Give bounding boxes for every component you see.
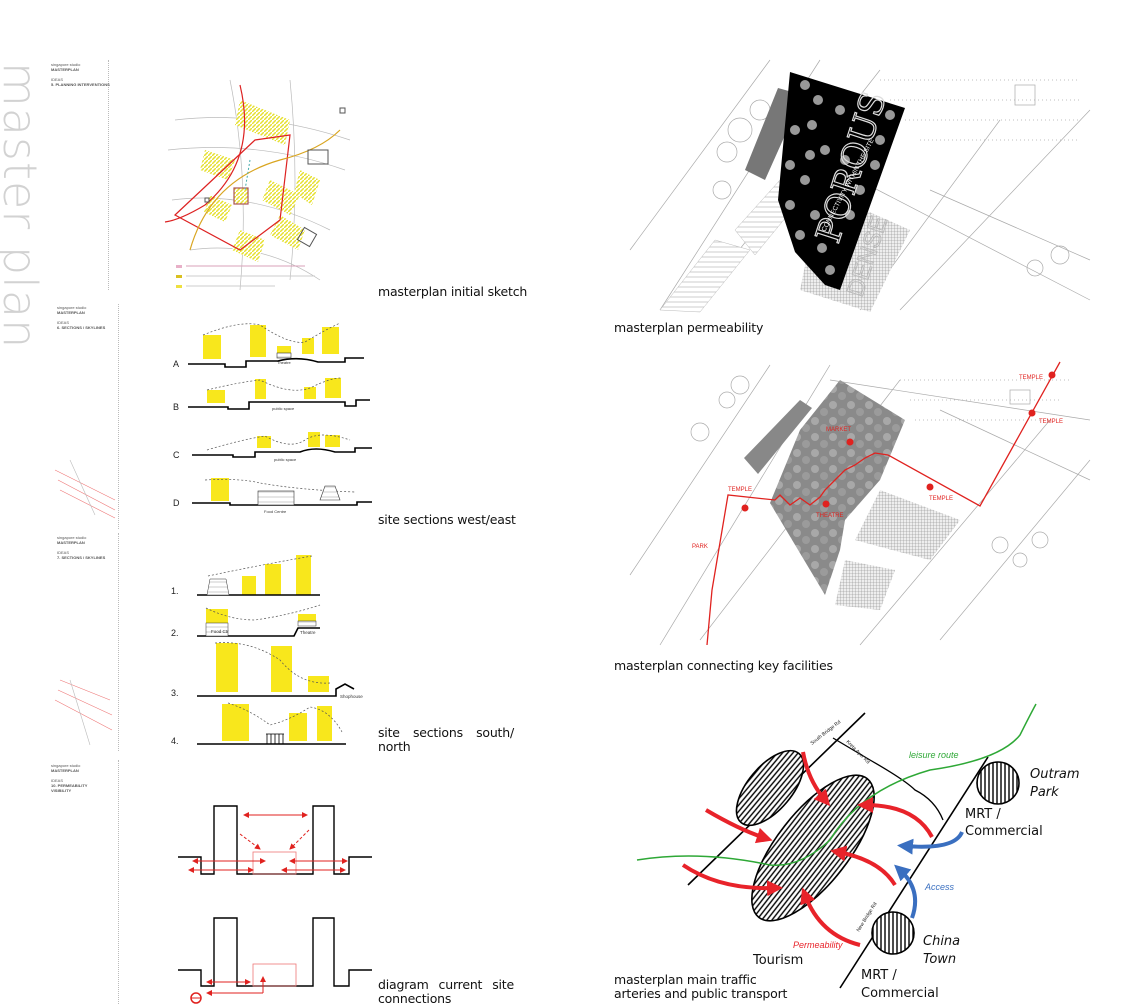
area-ellipse: [735, 749, 805, 827]
section-label: MASTERPLAN: [57, 540, 85, 545]
ideas-label: IDEAS: [57, 550, 70, 555]
sections-west-east: A B C D Theatre public space public spac…: [173, 322, 372, 514]
outram-label: Outram: [1030, 767, 1080, 782]
road-kreta-ayer: [832, 737, 944, 821]
site-key-map-thumbnail: [54, 459, 116, 746]
label-theatre: Theatre: [300, 630, 316, 635]
section-label: MASTERPLAN: [51, 67, 79, 72]
panel-meta: singapore studio MASTERPLAN IDEAS 5. PLA…: [51, 62, 110, 87]
section-label: C: [173, 450, 180, 460]
section-label: D: [173, 498, 180, 508]
caption-sections-we: site sections west/east: [378, 512, 516, 527]
label-shophouse: Shophouse: [340, 694, 363, 699]
divider: [118, 304, 119, 529]
label-food-ctr: Food Ctr: [211, 629, 229, 634]
label-public-space: public space: [272, 406, 295, 411]
road-new-bridge: [839, 756, 989, 989]
divider: [118, 533, 119, 751]
caption-traffic: masterplan main traffic arteries and pub…: [614, 972, 788, 1001]
tourism-label: Tourism: [752, 953, 803, 968]
caption-sections-sn: site sections south/ north: [378, 725, 514, 754]
divider: [108, 60, 109, 290]
mrt-commercial-label: MRT /: [965, 807, 1001, 822]
section-label: 2.: [171, 628, 179, 638]
section-label: 3.: [171, 688, 179, 698]
panel-meta: singapore studio MASTERPLAN IDEAS 6. SEC…: [57, 305, 105, 330]
panel-meta: singapore studio MASTERPLAN IDEAS 10. PE…: [51, 763, 96, 793]
ideas-label: IDEAS: [51, 778, 64, 783]
label-market: MARKET: [826, 427, 851, 433]
label-theatre: Theatre: [277, 360, 292, 365]
label-temple: TEMPLE: [1019, 375, 1043, 381]
caption-key-facilities: masterplan connecting key facilities: [614, 658, 833, 673]
section-label: MASTERPLAN: [57, 310, 85, 315]
key-facilities-map: TEMPLE TEMPLE MARKET TEMPLE TEMPLE THEAT…: [629, 361, 1091, 646]
chinatown-mrt: [871, 911, 915, 955]
label-temple: TEMPLE: [929, 496, 953, 502]
sections-south-north: 1. 2. 3. 4. Food Ctr Theatre Shophouse: [171, 555, 363, 746]
label-temple: TEMPLE: [728, 487, 752, 493]
studio-label: singapore studio: [57, 535, 87, 540]
caption-connections: diagram current site connections: [378, 977, 514, 1006]
leisure-route-label: leisure route: [909, 750, 959, 760]
studio-label: singapore studio: [51, 62, 81, 67]
item-label: 5. PLANNING INTERVENTIONS: [51, 82, 110, 87]
ideas-label: IDEAS: [51, 77, 64, 82]
outram-park-mrt: [976, 761, 1020, 805]
panel-meta: singapore studio MASTERPLAN IDEAS 7. SEC…: [57, 535, 105, 560]
section-label: MASTERPLAN: [51, 768, 79, 773]
studio-label: singapore studio: [51, 763, 81, 768]
chinatown-label: China: [923, 934, 960, 949]
studio-label: singapore studio: [57, 305, 87, 310]
label-public-space: public space: [274, 457, 297, 462]
connections-diagram: [178, 805, 372, 1004]
caption-sketch: masterplan initial sketch: [378, 284, 528, 299]
item-label: 10. PERMEABILITY VISIBILITY: [51, 783, 88, 793]
section-label: 1.: [171, 586, 179, 596]
initial-sketch: [164, 79, 351, 291]
caption-permeability: masterplan permeability: [614, 320, 764, 335]
permeability-map: POROUS CONNECTIVITY WITHIN THE SITE DENS…: [629, 59, 1091, 313]
mrt-commercial-label: Commercial: [965, 824, 1043, 839]
section-label: B: [173, 402, 179, 412]
road-label-kreta-ayer: Kreta Ayer Rd: [845, 739, 871, 765]
divider: [118, 760, 119, 1004]
item-label: 6. SECTIONS / SKYLINES: [57, 325, 106, 330]
section-label: A: [173, 359, 179, 369]
outram-label: Park: [1030, 785, 1059, 800]
road-label-south-bridge: South Bridge Rd: [810, 719, 843, 746]
item-label: 7. SECTIONS / SKYLINES: [57, 555, 106, 560]
label-food-centre: Food Centre: [264, 509, 287, 514]
ideas-label: IDEAS: [57, 320, 70, 325]
label-temple: TEMPLE: [1039, 419, 1063, 425]
label-park: PARK: [692, 544, 708, 550]
label-theatre: THEATRE: [816, 513, 844, 519]
section-label: 4.: [171, 736, 179, 746]
chinatown-label: Town: [923, 952, 956, 967]
mrt-commercial-label: Commercial: [861, 986, 939, 1001]
access-label: Access: [924, 882, 955, 892]
traffic-diagram: South Bridge Rd Kreta Ayer Rd New Bridge…: [636, 703, 1080, 1001]
mrt-commercial-label: MRT /: [861, 968, 897, 983]
permeability-label: Permeability: [793, 940, 843, 950]
